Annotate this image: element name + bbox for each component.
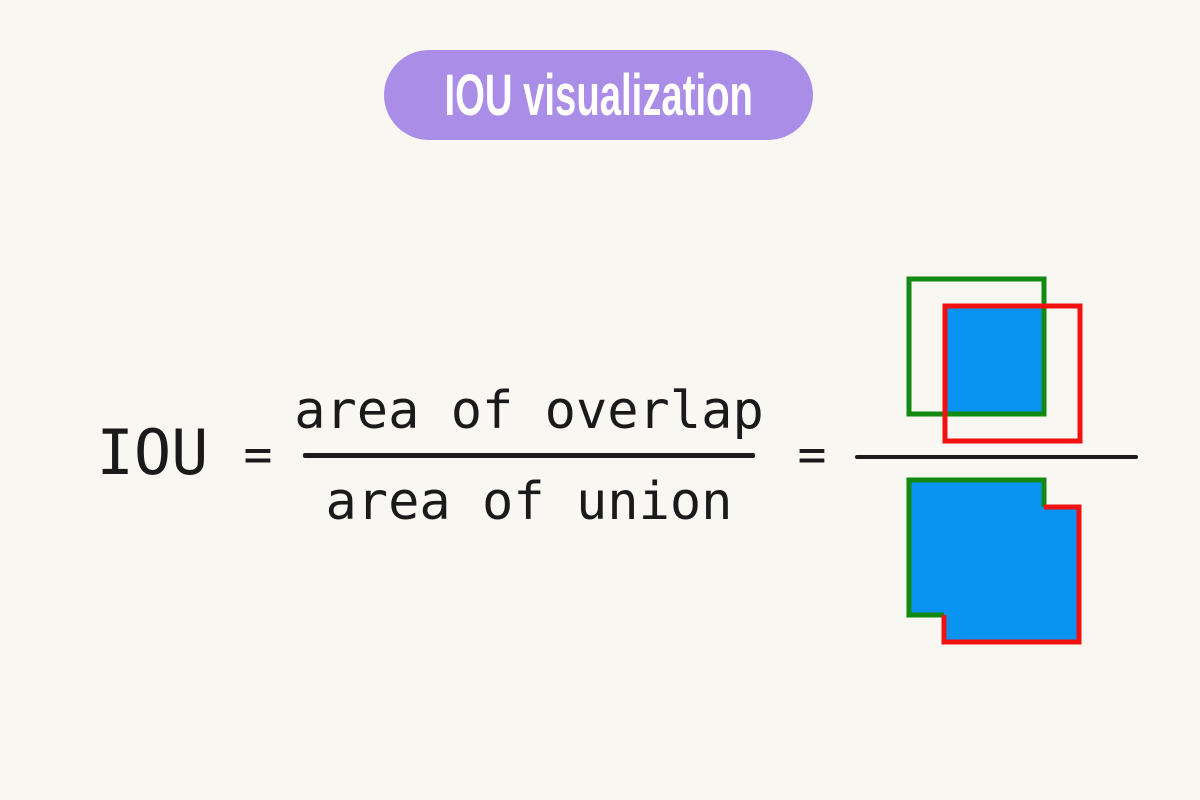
equals-sign-2: = xyxy=(797,427,827,483)
green-bounding-box xyxy=(906,276,1047,417)
union-area-fill xyxy=(909,480,1079,642)
overlap-area-fill xyxy=(945,306,1044,414)
formula-numerator-label: area of overlap xyxy=(294,381,764,441)
title-badge: IOU visualization xyxy=(384,50,813,140)
green-box-union-outline xyxy=(906,477,1047,618)
formula-lhs-label: IOU xyxy=(96,415,209,489)
union-diagram xyxy=(906,477,1082,645)
formula-denominator-label: area of union xyxy=(325,472,733,532)
formula-fraction-bar xyxy=(303,453,755,458)
page-title: IOU visualization xyxy=(444,62,753,128)
overlap-diagram xyxy=(906,276,1083,444)
equals-sign-1: = xyxy=(243,427,273,483)
red-box-union-outline xyxy=(941,504,1082,645)
red-bounding-box xyxy=(942,303,1083,444)
iou-boxes-diagram xyxy=(855,276,1138,645)
